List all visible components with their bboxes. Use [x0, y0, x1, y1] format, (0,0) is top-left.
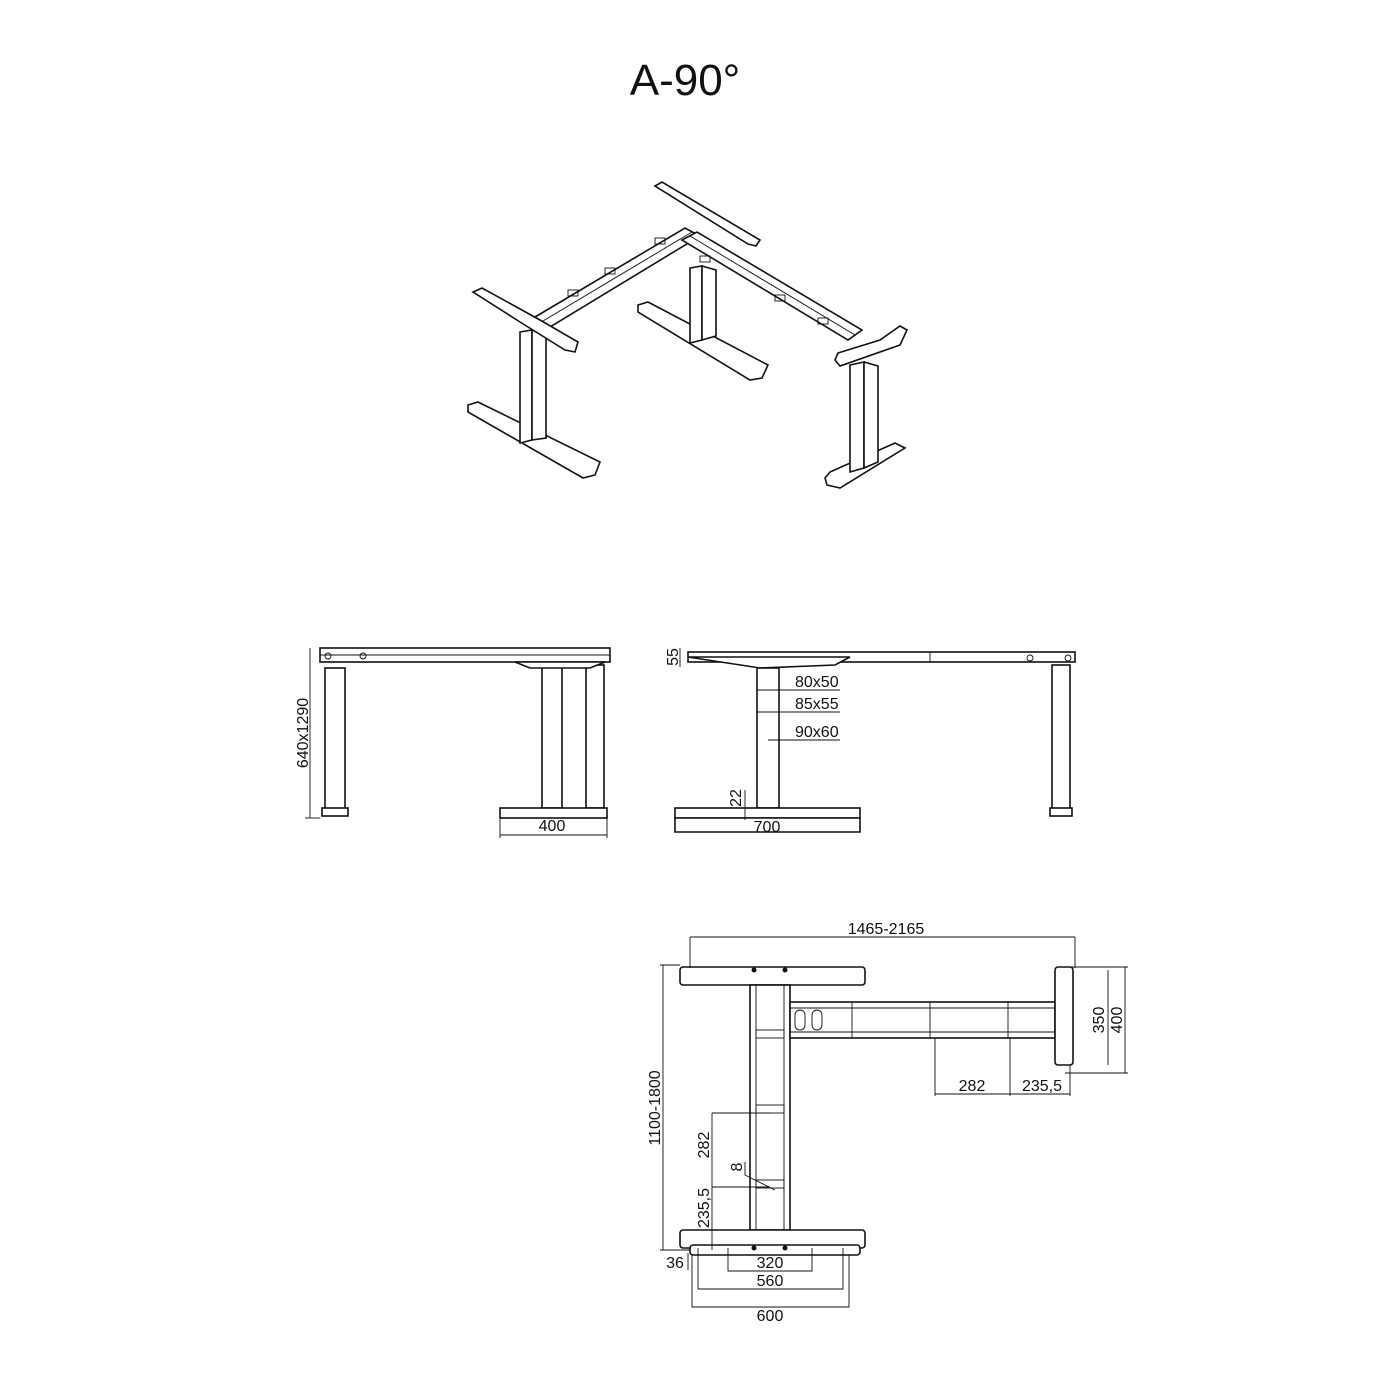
foot-height-label: 22 — [728, 789, 745, 807]
foot-length-label: 700 — [754, 819, 781, 836]
bracket-width-label: 8 — [729, 1162, 746, 1171]
iso-right-beam — [680, 231, 864, 341]
central-column — [756, 667, 780, 809]
side-view-left: 640x1290 400 — [295, 647, 611, 838]
top-view-side-beam — [789, 1001, 1056, 1039]
right-plate-inner-label: 350 — [1091, 1007, 1108, 1034]
top-view-right-plate — [1054, 966, 1074, 1066]
right-bracket-spacing-label: 282 — [959, 1078, 986, 1095]
right-bracket-offset-label: 235,5 — [1022, 1078, 1062, 1095]
foot-width-label: 400 — [539, 818, 566, 835]
side-view-right: 55 80x50 85x55 90x60 22 700 — [665, 648, 1076, 836]
lower-bracket-spacing-label: 282 — [696, 1132, 713, 1159]
iso-middle-foot — [637, 301, 770, 381]
iso-left-leg — [519, 329, 533, 445]
side-right-foot — [674, 807, 861, 819]
depth-range-label: 1100-1800 — [647, 1070, 664, 1145]
column-section-3: 90x60 — [795, 724, 839, 741]
hole-spacing-inner-label: 320 — [757, 1255, 784, 1272]
width-range-label: 1465-2165 — [848, 921, 925, 938]
right-plate-outer-label: 400 — [1109, 1007, 1126, 1034]
iso-left-top-plate — [471, 287, 579, 353]
side-right-leg — [1051, 664, 1071, 811]
height-range-label: 640x1290 — [295, 698, 312, 768]
plate-length-label: 600 — [757, 1308, 784, 1325]
hole-spacing-outer-label: 560 — [757, 1273, 784, 1290]
iso-right-leg — [849, 361, 865, 474]
plate-offset-label: 36 — [666, 1255, 684, 1272]
column-section-1: 80x50 — [795, 674, 839, 691]
iso-corner-top-plate — [653, 181, 762, 247]
column-section-2: 85x55 — [795, 696, 839, 713]
isometric-view — [467, 181, 909, 489]
side-left-leg — [324, 667, 346, 811]
top-view-upper-plate — [679, 966, 866, 986]
lower-bracket-offset-label: 235,5 — [696, 1188, 713, 1228]
top-view: 1465-2165 1100-1800 350 400 282 235,5 28… — [647, 921, 1128, 1325]
top-thickness-label: 55 — [665, 648, 682, 666]
iso-middle-leg — [689, 265, 703, 345]
iso-left-beam — [528, 227, 702, 331]
iso-right-top-plate — [834, 325, 909, 367]
side-left-foot — [499, 807, 608, 819]
drawing-title: A-90° — [630, 56, 741, 105]
top-view-column-beam — [749, 984, 791, 1231]
